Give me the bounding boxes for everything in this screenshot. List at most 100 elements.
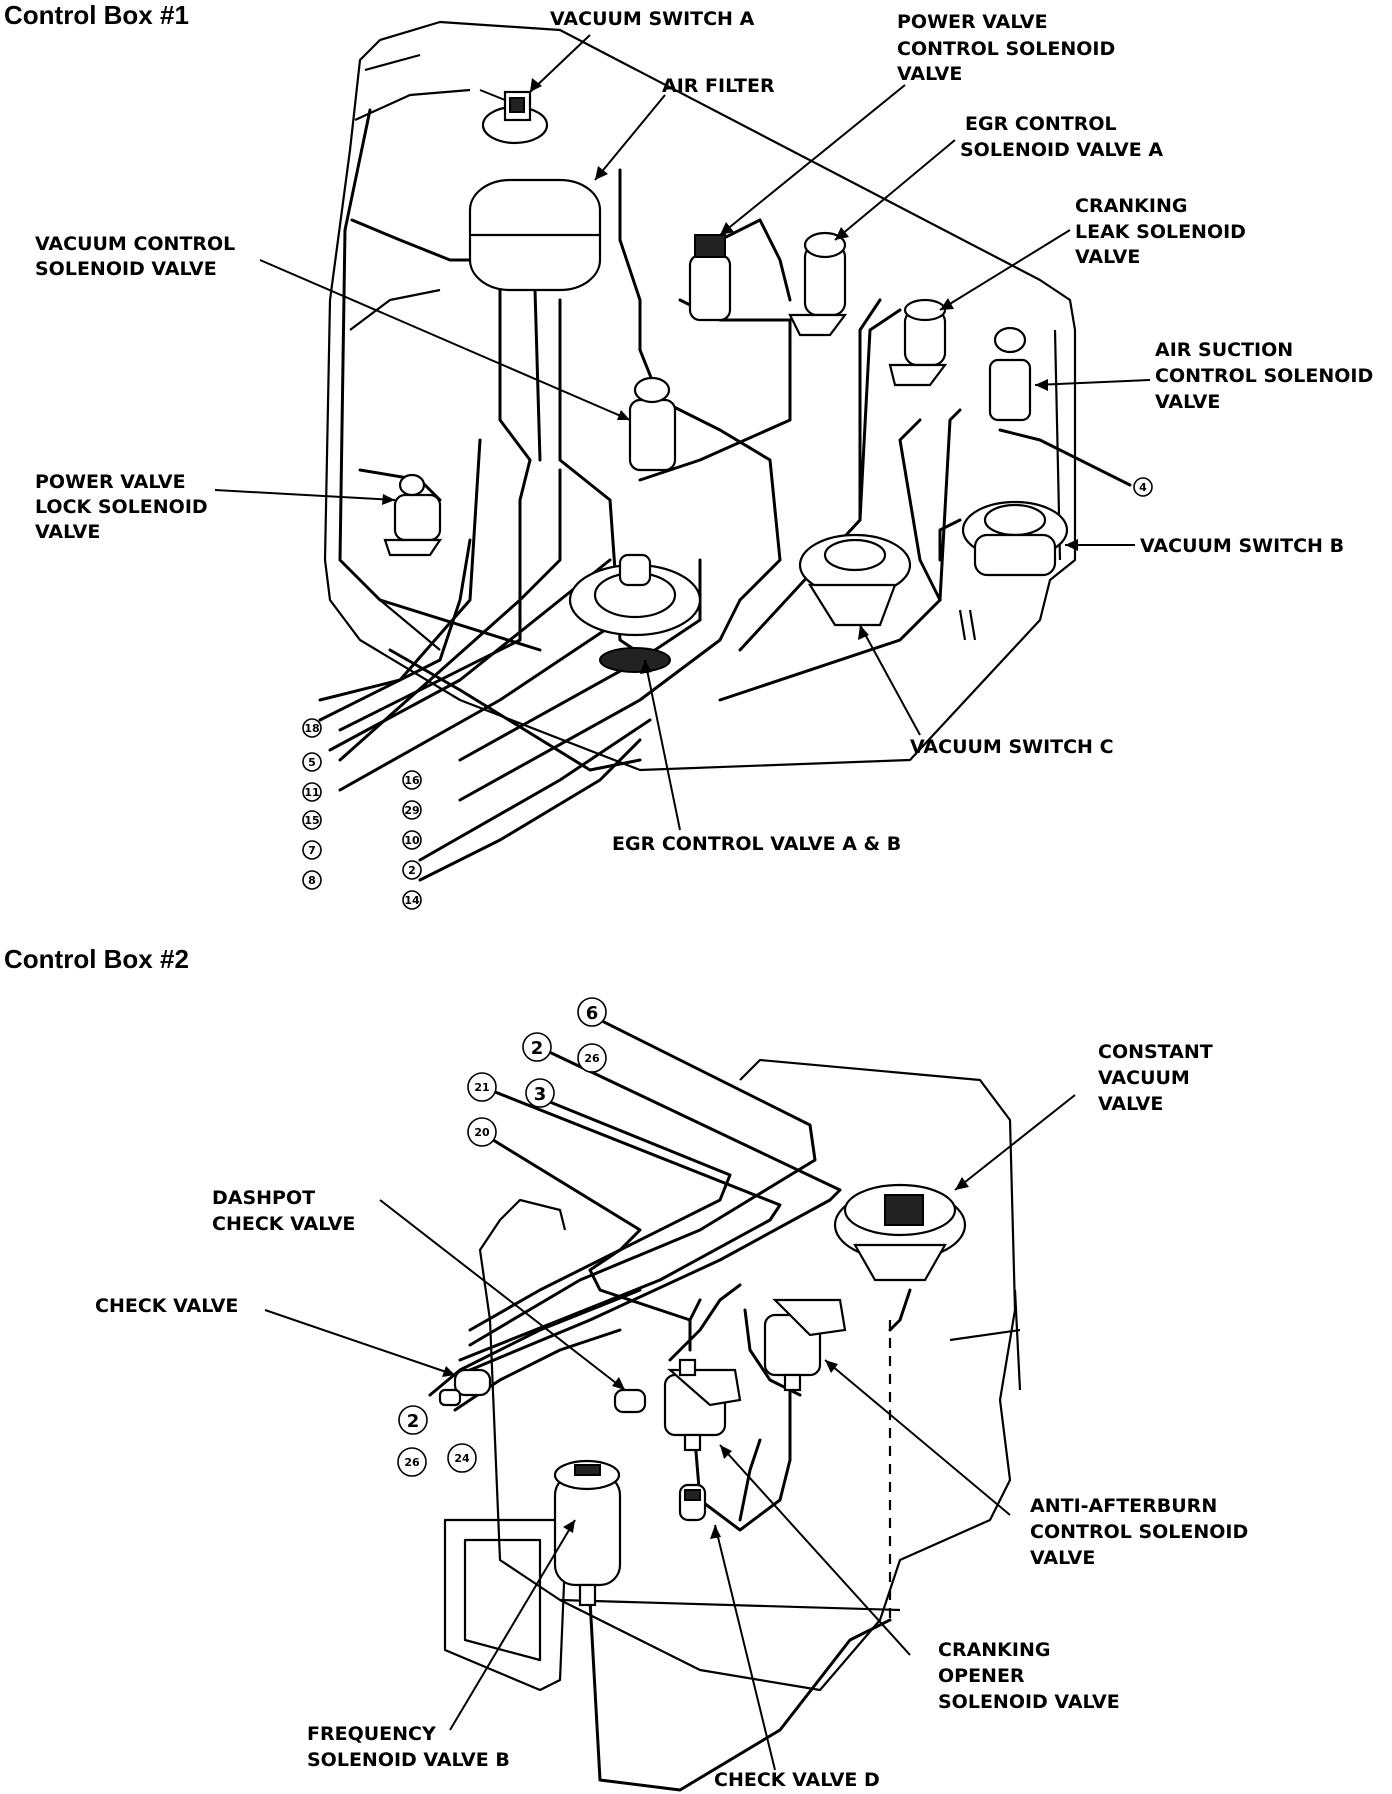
svg-text:15: 15 (304, 814, 319, 827)
hose-number: 26 (397, 1447, 427, 1477)
vacuum-switch-a (479, 89, 549, 145)
svg-text:29: 29 (404, 804, 419, 817)
hose-number: 15 (302, 810, 322, 830)
svg-text:26: 26 (584, 1052, 600, 1065)
svg-text:3: 3 (534, 1084, 547, 1105)
label-cranking-opener-2: OPENER (938, 1665, 1025, 1687)
label-power-valve-control-3: VALVE (897, 63, 962, 85)
label-anti-afterburn-2: CONTROL SOLENOID (1030, 1521, 1248, 1543)
label-vacuum-control-2: SOLENOID VALVE (35, 258, 217, 280)
hose-number: 24 (447, 1443, 477, 1473)
svg-text:5: 5 (308, 756, 316, 769)
control-box-2-title: Control Box #2 (4, 944, 189, 974)
labels-box2: CONSTANT VACUUM VALVE DASHPOT CHECK VALV… (95, 1041, 1248, 1791)
hose-number: 18 (302, 718, 322, 738)
egr-control-valve-a-b (568, 553, 702, 673)
label-power-valve-lock-2: LOCK SOLENOID (35, 496, 208, 518)
egr-control-solenoid-valve-a (788, 231, 848, 337)
constant-vacuum-valve (833, 1183, 967, 1282)
air-suction-control-solenoid-valve (988, 326, 1032, 422)
label-air-filter: AIR FILTER (662, 75, 775, 97)
svg-text:10: 10 (404, 834, 420, 847)
label-frequency-b-1: FREQUENCY (307, 1723, 436, 1745)
svg-text:6: 6 (586, 1003, 599, 1024)
hose-number: 20 (467, 1117, 497, 1147)
frequency-solenoid-valve-b (553, 1459, 622, 1607)
hose-number: 4 (1133, 477, 1153, 497)
svg-text:11: 11 (304, 786, 319, 799)
label-cranking-leak-1: CRANKING (1075, 195, 1187, 217)
label-power-valve-control-1: POWER VALVE (897, 11, 1048, 33)
hose-number: 8 (302, 870, 322, 890)
cranking-opener-solenoid-valve (663, 1358, 742, 1452)
svg-text:26: 26 (404, 1456, 420, 1469)
label-anti-afterburn-1: ANTI-AFTERBURN (1030, 1495, 1217, 1517)
svg-text:8: 8 (308, 874, 316, 887)
label-dashpot-check-2: CHECK VALVE (212, 1213, 355, 1235)
svg-text:4: 4 (1139, 481, 1147, 494)
svg-text:20: 20 (474, 1126, 490, 1139)
cranking-leak-solenoid-valve (888, 298, 948, 387)
hose-number: 11 (302, 782, 322, 802)
label-air-suction-1: AIR SUCTION (1155, 339, 1293, 361)
power-valve-control-solenoid-valve (688, 234, 732, 322)
label-cranking-leak-3: VALVE (1075, 246, 1140, 268)
svg-text:2: 2 (408, 864, 416, 877)
hose-number: 21 (467, 1072, 497, 1102)
label-frequency-b-2: SOLENOID VALVE B (307, 1749, 510, 1771)
svg-text:2: 2 (407, 1411, 420, 1432)
svg-text:24: 24 (454, 1452, 470, 1465)
label-constant-vacuum-2: VACUUM (1098, 1067, 1190, 1089)
label-check-valve: CHECK VALVE (95, 1295, 238, 1317)
label-air-suction-3: VALVE (1155, 391, 1220, 413)
label-vacuum-switch-c: VACUUM SWITCH C (910, 736, 1114, 758)
svg-text:16: 16 (404, 774, 420, 787)
label-power-valve-control-2: CONTROL SOLENOID (897, 38, 1115, 60)
hose-number: 14 (402, 890, 422, 910)
hose-number: 2 (402, 860, 422, 880)
hose-number: 3 (525, 1078, 555, 1108)
label-cranking-opener-3: SOLENOID VALVE (938, 1691, 1120, 1713)
label-power-valve-lock-3: VALVE (35, 521, 100, 543)
label-cranking-opener-1: CRANKING (938, 1639, 1050, 1661)
hose-number: 6 (577, 997, 607, 1027)
label-egr-control-a-2: SOLENOID VALVE A (960, 139, 1163, 161)
control-box-1-title: Control Box #1 (4, 0, 189, 30)
hose-numbers-box1: 18 5 11 15 7 8 16 29 10 2 14 4 (302, 477, 1153, 910)
label-constant-vacuum-3: VALVE (1098, 1093, 1163, 1115)
label-egr-control-a-1: EGR CONTROL (965, 113, 1117, 135)
label-cranking-leak-2: LEAK SOLENOID (1075, 221, 1246, 243)
label-vacuum-switch-b: VACUUM SWITCH B (1140, 535, 1344, 557)
label-air-suction-2: CONTROL SOLENOID (1155, 365, 1373, 387)
svg-text:21: 21 (474, 1081, 489, 1094)
hose-number: 5 (302, 752, 322, 772)
hose-number: 29 (402, 800, 422, 820)
check-valve-d (678, 1483, 707, 1522)
label-dashpot-check-1: DASHPOT (212, 1187, 315, 1209)
svg-text:7: 7 (308, 844, 316, 857)
vacuum-switch-b (961, 500, 1069, 577)
svg-text:18: 18 (304, 722, 319, 735)
hose-numbers-box2: 6 2 26 21 3 20 2 26 24 (397, 997, 607, 1477)
label-vacuum-control-1: VACUUM CONTROL (35, 233, 235, 255)
hose-number: 7 (302, 840, 322, 860)
labels-box1: VACUUM SWITCH A AIR FILTER POWER VALVE C… (35, 8, 1373, 855)
control-box-1-hoses (318, 108, 1132, 882)
air-filter (468, 178, 602, 292)
label-power-valve-lock-1: POWER VALVE (35, 471, 186, 493)
svg-text:14: 14 (404, 894, 420, 907)
label-check-valve-d: CHECK VALVE D (714, 1769, 880, 1791)
label-egr-control-valve: EGR CONTROL VALVE A & B (612, 833, 901, 855)
hose-number: 16 (402, 770, 422, 790)
vacuum-control-solenoid-valve (628, 376, 677, 472)
label-anti-afterburn-3: VALVE (1030, 1547, 1095, 1569)
label-constant-vacuum-1: CONSTANT (1098, 1041, 1213, 1063)
control-box-1-housing (323, 20, 1077, 772)
svg-text:2: 2 (531, 1038, 544, 1059)
hose-number: 2 (398, 1405, 428, 1435)
anti-afterburn-control-solenoid-valve (763, 1298, 847, 1392)
dashpot-check-valve (613, 1388, 647, 1414)
hose-number: 26 (577, 1043, 607, 1073)
leader-lines-box1 (214, 34, 1151, 831)
